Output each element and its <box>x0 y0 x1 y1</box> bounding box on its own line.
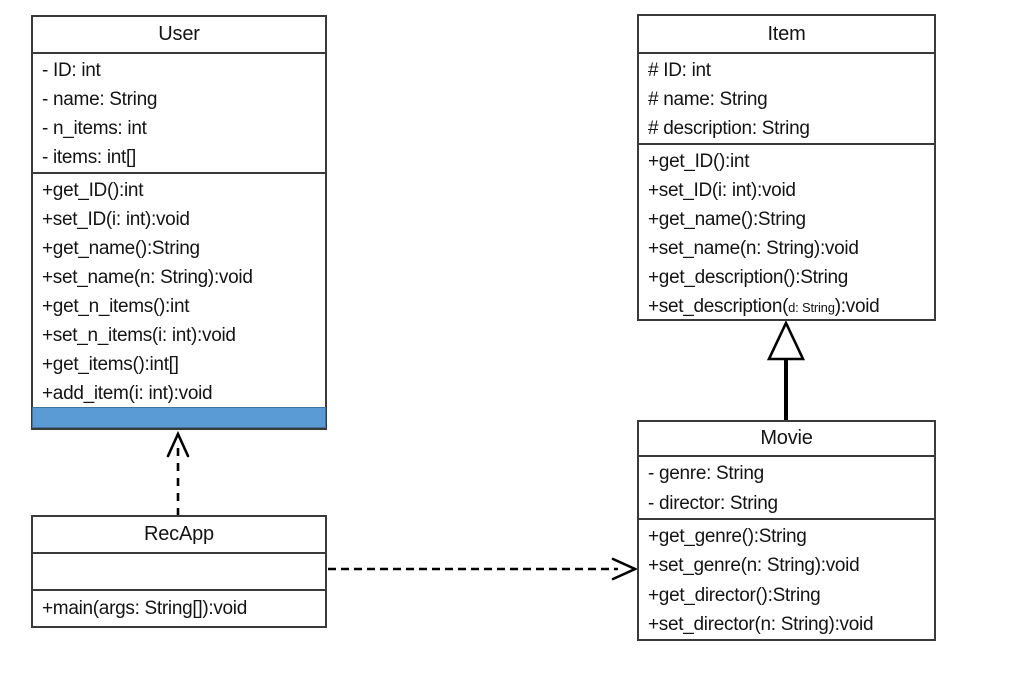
dependency-connector-recapp-movie <box>328 557 639 581</box>
class-box-recapp: RecApp +main(args: String[]):void <box>31 515 327 628</box>
methods-section-user: +get_ID():int +set_ID(i: int):void +get_na… <box>33 172 325 428</box>
attributes-section-recapp <box>33 552 325 589</box>
class-name-movie: Movie <box>760 427 813 449</box>
member-text-post: ):void <box>834 296 880 318</box>
member-row: - items: int[] <box>42 147 136 168</box>
attributes-section-user: - ID: int - name: String - n_items: int - i… <box>33 52 325 172</box>
methods-section-item: +get_ID():int +set_ID(i: int):void +get_na… <box>639 143 934 319</box>
member-row: +set_n_items(i: int):void <box>42 325 236 346</box>
member-row: +set_genre(n: String):void <box>648 555 860 577</box>
member-row: +get_ID():int <box>648 151 750 173</box>
member-text-pre: +set_description( <box>648 296 789 318</box>
member-row: +set_name(n: String):void <box>42 267 253 288</box>
class-name-user: User <box>158 23 200 45</box>
class-box-item: Item # ID: int # name: String # descriptio… <box>637 14 936 321</box>
member-row: - ID: int <box>42 60 101 81</box>
member-row: +get_genre():String <box>648 525 807 547</box>
member-row: - director: String <box>648 492 778 514</box>
member-row: # description: String <box>648 118 810 139</box>
attributes-section-item: # ID: int # name: String # description: St… <box>639 52 934 143</box>
member-row: +main(args: String[]):void <box>42 598 247 619</box>
member-row: # ID: int <box>648 60 711 81</box>
generalization-connector-movie-item <box>766 319 806 420</box>
member-row: +get_items():int[] <box>42 354 179 375</box>
member-row: +set_ID(i: int):void <box>42 209 190 230</box>
methods-section-recapp: +main(args: String[]):void <box>33 589 325 626</box>
member-row: - genre: String <box>648 463 764 484</box>
attributes-section-movie: - genre: String - director: String <box>639 455 934 518</box>
member-row: +get_name():String <box>42 238 200 259</box>
dependency-connector-recapp-user <box>166 430 190 516</box>
member-text-small-param: d: String <box>788 300 835 316</box>
class-name-item: Item <box>767 22 806 45</box>
class-box-user: User - ID: int - name: String - n_items: i… <box>31 15 327 430</box>
member-row: +get_description():String <box>648 267 849 289</box>
class-box-movie: Movie - genre: String- director: String … <box>637 420 936 641</box>
member-row: +get_ID():int <box>42 180 144 201</box>
member-row: +get_n_items():int <box>42 296 190 317</box>
member-row: - n_items: int <box>42 118 147 139</box>
class-name-recapp: RecApp <box>144 523 214 545</box>
member-row: +set_director(n: String):void <box>648 614 874 636</box>
member-row: +set_description(d: String):void <box>648 292 934 319</box>
member-row: +set_ID(i: int):void <box>648 180 796 202</box>
member-row: +add_item(i: int):void <box>42 383 213 404</box>
selection-highlight-bar <box>32 407 326 428</box>
member-row: +get_name():String <box>648 209 806 231</box>
member-row: # name: String <box>648 89 768 110</box>
member-row: +set_name(n: String):void <box>648 238 859 260</box>
member-row: +get_director():String <box>648 584 821 606</box>
methods-section-movie: +get_genre():String +set_genre(n: String)… <box>639 517 934 639</box>
member-row: - name: String <box>42 89 158 110</box>
